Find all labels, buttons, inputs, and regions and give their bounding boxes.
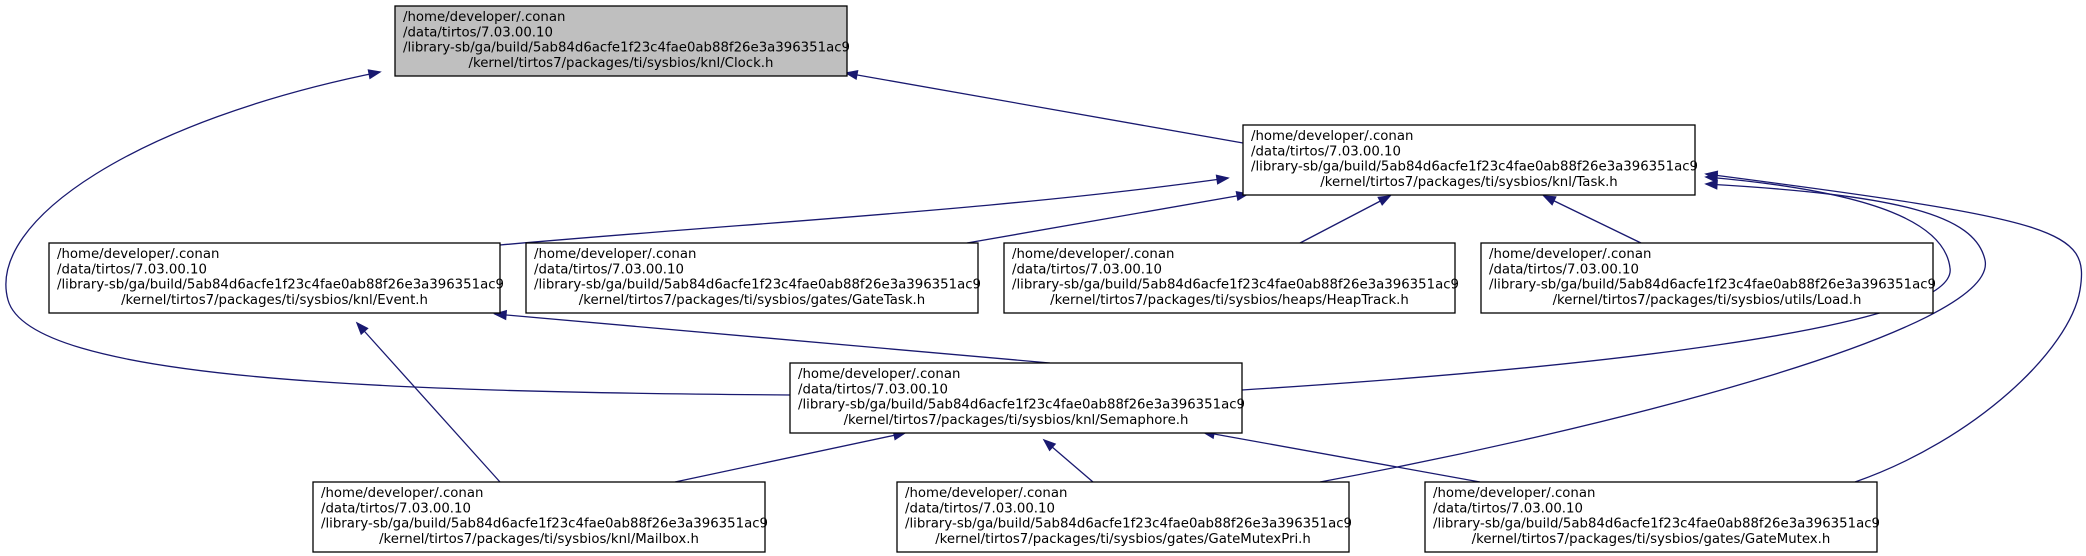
edge-task-to-clock-arrowhead: [844, 69, 859, 81]
edge-load-to-task: [1542, 195, 1642, 244]
node-load-line-0: /home/developer/.conan: [1489, 247, 1651, 262]
edge-line: [1543, 195, 1642, 244]
node-event-box: [48, 242, 501, 314]
node-task-line-1: /data/tirtos/7.03.00.10: [1251, 144, 1401, 159]
node-load[interactable]: /home/developer/.conan/data/tirtos/7.03.…: [1480, 242, 1936, 314]
node-clock-line-2: /library-sb/ga/build/5ab84d6acfe1f23c4fa…: [403, 41, 850, 56]
edge-mailbox-to-event: [355, 321, 501, 483]
node-gatemutex-line-0: /home/developer/.conan: [1433, 486, 1595, 501]
edge-gatemutexpri-to-semaphore-arrowhead: [1042, 438, 1057, 452]
node-gatemutexpri-box: [896, 481, 1350, 553]
edge-line: [1705, 173, 2083, 483]
edge-line: [966, 193, 1249, 244]
edge-event-to-task-arrowhead: [1215, 174, 1230, 185]
node-task-line-0: /home/developer/.conan: [1251, 129, 1413, 144]
node-event[interactable]: /home/developer/.conan/data/tirtos/7.03.…: [48, 242, 504, 314]
node-event-line-3: /kernel/tirtos7/packages/ti/sysbios/knl/…: [121, 293, 428, 308]
node-gatemutex-line-1: /data/tirtos/7.03.00.10: [1433, 501, 1583, 516]
node-gatemutex-line-2: /library-sb/ga/build/5ab84d6acfe1f23c4fa…: [1433, 517, 1880, 532]
node-gatetask-line-0: /home/developer/.conan: [534, 247, 696, 262]
node-mailbox-line-3: /kernel/tirtos7/packages/ti/sysbios/knl/…: [379, 532, 699, 547]
edge-event-to-task: [499, 174, 1230, 246]
edge-layer: [5, 69, 2083, 483]
edge-line: [1319, 183, 1986, 483]
node-clock-box: [394, 5, 848, 77]
node-semaphore-line-1: /data/tirtos/7.03.00.10: [798, 382, 948, 397]
node-gatemutexpri-line-2: /library-sb/ga/build/5ab84d6acfe1f23c4fa…: [905, 517, 1352, 532]
edge-heaptrack-to-task-arrowhead: [1377, 195, 1392, 206]
edge-gatetask-to-task: [966, 190, 1250, 244]
edge-semaphore-to-clock: [5, 69, 791, 396]
edge-semaphore-to-clock-arrowhead: [367, 69, 382, 80]
edge-heaptrack-to-task: [1299, 195, 1392, 244]
node-event-line-2: /library-sb/ga/build/5ab84d6acfe1f23c4fa…: [57, 278, 504, 293]
node-mailbox-line-1: /data/tirtos/7.03.00.10: [321, 501, 471, 516]
node-gatetask-line-1: /data/tirtos/7.03.00.10: [534, 262, 684, 277]
node-semaphore-line-3: /kernel/tirtos7/packages/ti/sysbios/knl/…: [844, 413, 1189, 428]
node-task[interactable]: /home/developer/.conan/data/tirtos/7.03.…: [1242, 124, 1698, 196]
node-load-line-1: /data/tirtos/7.03.00.10: [1489, 262, 1639, 277]
node-gatemutex[interactable]: /home/developer/.conan/data/tirtos/7.03.…: [1424, 481, 1880, 553]
node-clock-line-1: /data/tirtos/7.03.00.10: [403, 25, 553, 40]
edge-line: [356, 322, 501, 483]
edge-line: [5, 71, 791, 396]
node-gatetask-line-3: /kernel/tirtos7/packages/ti/sysbios/gate…: [579, 293, 925, 308]
edge-line: [499, 177, 1229, 246]
node-gatetask[interactable]: /home/developer/.conan/data/tirtos/7.03.…: [525, 242, 981, 314]
edge-gatemutex-to-task: [1704, 170, 2083, 483]
edge-gatemutexpri-to-semaphore: [1042, 438, 1094, 483]
node-semaphore[interactable]: /home/developer/.conan/data/tirtos/7.03.…: [789, 362, 1245, 434]
node-heaptrack-line-1: /data/tirtos/7.03.00.10: [1012, 262, 1162, 277]
node-heaptrack-box: [1003, 242, 1456, 314]
node-semaphore-box: [789, 362, 1243, 434]
node-gatemutexpri-line-1: /data/tirtos/7.03.00.10: [905, 501, 1055, 516]
edge-line: [674, 432, 906, 483]
edge-line: [494, 313, 1051, 364]
node-clock-line-0: /home/developer/.conan: [403, 10, 565, 25]
node-gatetask-box: [525, 242, 979, 314]
node-semaphore-line-0: /home/developer/.conan: [798, 367, 960, 382]
node-task-line-3: /kernel/tirtos7/packages/ti/sysbios/knl/…: [1320, 175, 1617, 190]
node-gatemutex-line-3: /kernel/tirtos7/packages/ti/sysbios/gate…: [1472, 532, 1831, 547]
node-gatetask-line-2: /library-sb/ga/build/5ab84d6acfe1f23c4fa…: [534, 278, 981, 293]
node-heaptrack-line-2: /library-sb/ga/build/5ab84d6acfe1f23c4fa…: [1012, 278, 1459, 293]
node-event-line-1: /data/tirtos/7.03.00.10: [57, 262, 207, 277]
node-mailbox[interactable]: /home/developer/.conan/data/tirtos/7.03.…: [312, 481, 768, 553]
node-load-line-2: /library-sb/ga/build/5ab84d6acfe1f23c4fa…: [1489, 278, 1936, 293]
node-layer: /home/developer/.conan/data/tirtos/7.03.…: [48, 5, 1936, 553]
node-clock[interactable]: /home/developer/.conan/data/tirtos/7.03.…: [394, 5, 850, 77]
node-task-line-2: /library-sb/ga/build/5ab84d6acfe1f23c4fa…: [1251, 160, 1698, 175]
edge-gatemutexpri-to-task-arrowhead: [1704, 179, 1718, 190]
node-load-box: [1480, 242, 1934, 314]
node-heaptrack-line-0: /home/developer/.conan: [1012, 247, 1174, 262]
node-gatemutex-box: [1424, 481, 1878, 553]
edge-line: [1202, 431, 1481, 483]
node-mailbox-box: [312, 481, 766, 553]
node-gatemutexpri-line-3: /kernel/tirtos7/packages/ti/sysbios/gate…: [935, 532, 1311, 547]
edge-gatemutexpri-to-task: [1319, 179, 1986, 483]
node-mailbox-line-0: /home/developer/.conan: [321, 486, 483, 501]
edge-line: [845, 72, 1244, 144]
edge-mailbox-to-event-arrowhead: [355, 321, 369, 336]
edge-gatemutex-to-semaphore: [1201, 428, 1481, 483]
edge-gatemutex-to-task-arrowhead: [1704, 170, 1719, 181]
node-heaptrack-line-3: /kernel/tirtos7/packages/ti/sysbios/heap…: [1050, 293, 1409, 308]
edge-mailbox-to-semaphore: [674, 430, 907, 483]
node-heaptrack[interactable]: /home/developer/.conan/data/tirtos/7.03.…: [1003, 242, 1459, 314]
edge-load-to-task-arrowhead: [1542, 195, 1557, 206]
edge-semaphore-to-event: [493, 309, 1051, 364]
edge-task-to-clock: [844, 69, 1244, 144]
node-event-line-0: /home/developer/.conan: [57, 247, 219, 262]
node-mailbox-line-2: /library-sb/ga/build/5ab84d6acfe1f23c4fa…: [321, 517, 768, 532]
node-semaphore-line-2: /library-sb/ga/build/5ab84d6acfe1f23c4fa…: [798, 398, 1245, 413]
node-gatemutexpri[interactable]: /home/developer/.conan/data/tirtos/7.03.…: [896, 481, 1352, 553]
node-clock-line-3: /kernel/tirtos7/packages/ti/sysbios/knl/…: [469, 56, 774, 71]
edge-line: [1299, 195, 1391, 244]
node-gatemutexpri-line-0: /home/developer/.conan: [905, 486, 1067, 501]
node-load-line-3: /kernel/tirtos7/packages/ti/sysbios/util…: [1553, 293, 1862, 308]
node-task-box: [1242, 124, 1696, 196]
